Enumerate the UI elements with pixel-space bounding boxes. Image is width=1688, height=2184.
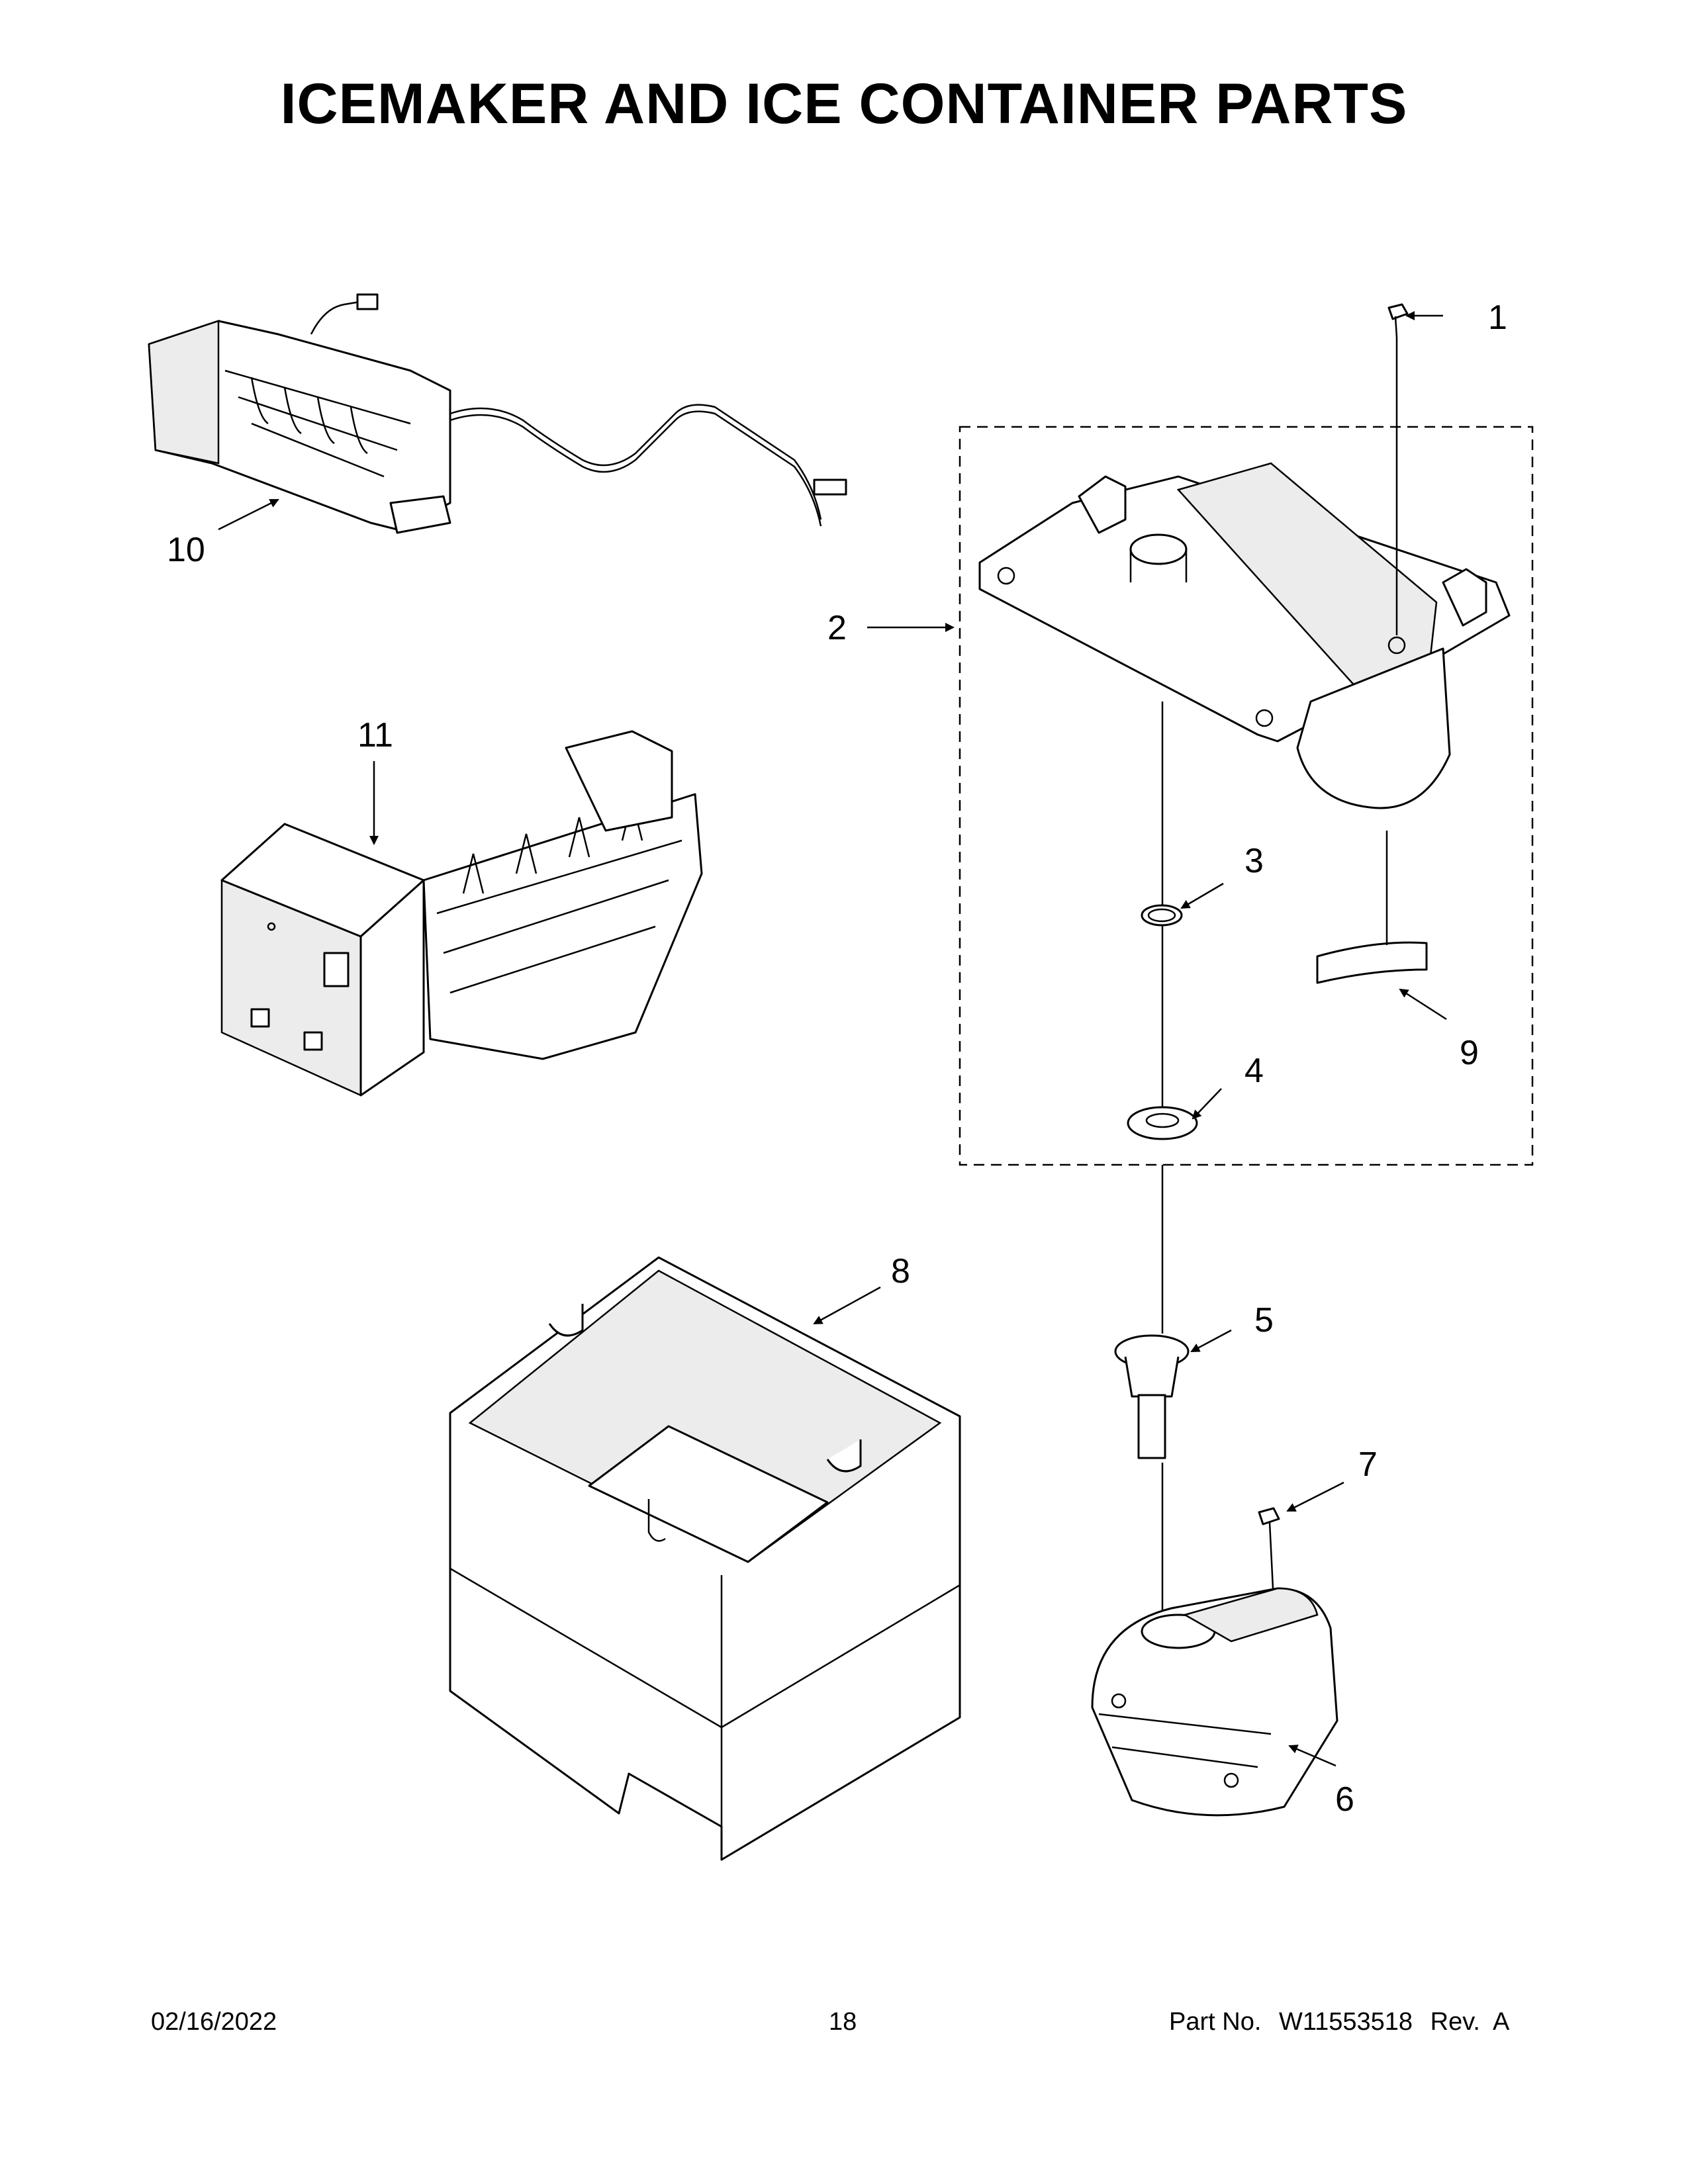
- page-title: ICEMAKER AND ICE CONTAINER PARTS: [280, 72, 1408, 136]
- callout-9: 9: [1460, 1034, 1479, 1072]
- part-2-ice-chute-cover: [978, 462, 1511, 809]
- part-number: W11553518: [1278, 2008, 1413, 2036]
- leader-9: [1399, 988, 1447, 1021]
- callout-7: 7: [1358, 1445, 1378, 1484]
- leader-8: [813, 1286, 881, 1325]
- callout-1: 1: [1488, 298, 1507, 337]
- part-4-bearing: [1127, 1106, 1198, 1140]
- callout-5: 5: [1254, 1301, 1274, 1340]
- footer-part-number: Part No. W11553518 Rev. A: [1169, 2008, 1520, 2036]
- part-10-icemaker-assembly: [148, 293, 847, 534]
- part-6-auger-motor: [1091, 1587, 1338, 1817]
- part-5-coupler: [1114, 1334, 1190, 1459]
- callout-3: 3: [1244, 842, 1264, 880]
- part-8-ice-bucket: [449, 1256, 961, 1861]
- leader-6: [1288, 1745, 1336, 1767]
- callout-2: 2: [827, 609, 847, 647]
- callout-8: 8: [891, 1252, 910, 1291]
- footer-date: 02/16/2022: [151, 2008, 277, 2036]
- part-9-band: [1316, 941, 1428, 984]
- part-1-screw: [1387, 303, 1409, 635]
- part-3-ring: [1141, 904, 1183, 927]
- leader-3: [1180, 882, 1224, 909]
- part-label: Part No.: [1169, 2008, 1262, 2036]
- leader-10: [218, 498, 279, 531]
- footer-page-number: 18: [829, 2008, 857, 2036]
- callout-10: 10: [167, 531, 205, 569]
- leader-7: [1286, 1481, 1344, 1512]
- part-11-icemaker: [220, 730, 703, 1097]
- callout-6: 6: [1335, 1780, 1354, 1819]
- callout-4: 4: [1244, 1052, 1264, 1090]
- leader-4: [1192, 1088, 1222, 1120]
- callout-11: 11: [357, 716, 393, 754]
- leader-5: [1190, 1329, 1232, 1353]
- revision: Rev. A: [1430, 2008, 1510, 2036]
